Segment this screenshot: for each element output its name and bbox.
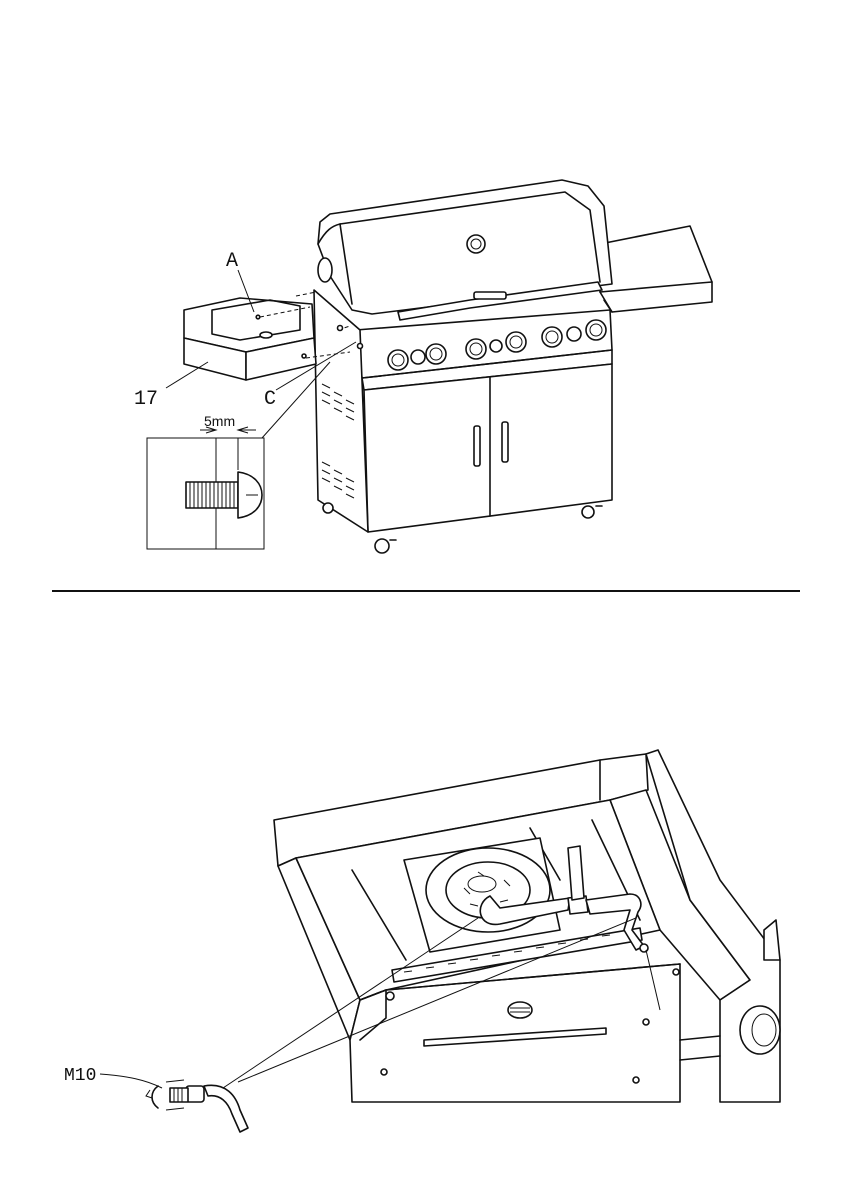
right-side-shelf (600, 226, 712, 312)
label-17: 17 (134, 388, 158, 411)
shelf-hole (260, 332, 272, 338)
grill-hood (318, 180, 612, 320)
screw-detail-box: 5mm (147, 413, 264, 549)
label-a: A (226, 250, 238, 273)
ignition-hole (508, 1002, 532, 1018)
side-burner-figure: M10 (64, 750, 780, 1132)
screw-icon (186, 472, 262, 518)
right-door-handle (502, 422, 508, 462)
hood-end-cap (318, 258, 332, 282)
label-c: C (264, 388, 276, 411)
label-m10: M10 (64, 1066, 96, 1086)
left-door-handle (474, 426, 480, 466)
grill-assembly-figure: A 17 C 5mm (134, 180, 712, 553)
dimension-5mm: 5mm (204, 413, 235, 429)
thermometer-icon (467, 235, 485, 253)
handle-badge (474, 292, 506, 299)
m10-callout: M10 (64, 1066, 162, 1088)
